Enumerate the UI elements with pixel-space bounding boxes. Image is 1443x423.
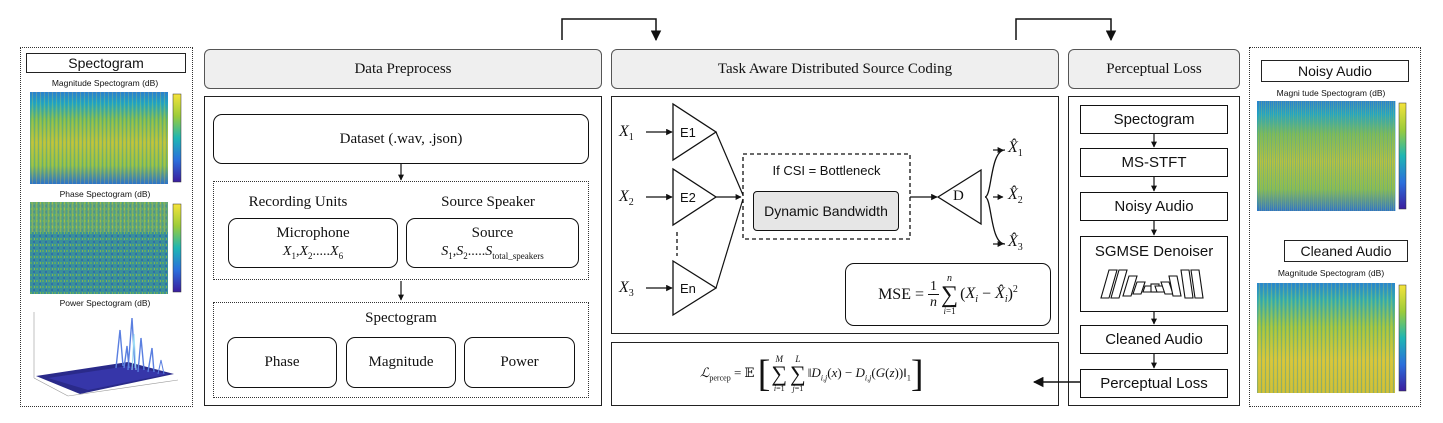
source-label: Source (471, 225, 514, 242)
microphone-formula: X1,X2.....X6 (282, 244, 344, 261)
magnitude-box: Magnitude (346, 337, 456, 388)
source-speaker-label: Source Speaker (441, 194, 535, 210)
output-x2-hat: X̂2 (1008, 186, 1023, 207)
dataset-box: Dataset (.wav, .json) (213, 114, 589, 164)
magnitude-caption: Magnitude Spectogram (dB) (51, 78, 159, 88)
cleaned-audio-title: Cleaned Audio (1284, 240, 1408, 262)
source-formula: S1,S2.....Stotal_speakers (441, 244, 544, 261)
left-panel-title: Spectogram (26, 53, 186, 73)
cleaned-spectrogram-icon (1257, 283, 1407, 393)
encoder-e1-label: E1 (680, 125, 696, 140)
tadsc-panel (611, 96, 1059, 334)
perceptual-formula-panel (611, 342, 1059, 406)
left-spectogram-panel (20, 47, 193, 407)
encoder-en-label: En (680, 281, 696, 296)
input-x3: X3 (619, 279, 634, 300)
perceptual-header: Perceptual Loss (1068, 49, 1240, 89)
noisy-spectrogram-icon (1257, 101, 1407, 211)
step-sgmse-denoiser: SGMSE Denoiser (1080, 236, 1228, 312)
step-noisy-audio: Noisy Audio (1080, 192, 1228, 221)
recording-units-label: Recording Units (248, 194, 348, 210)
power-box: Power (464, 337, 575, 388)
dynamic-bandwidth-box: Dynamic Bandwidth (753, 191, 899, 231)
encoder-triangle-icon (672, 102, 718, 162)
encoder-e2-label: E2 (680, 190, 696, 205)
noisy-caption: Magni tude Spectogram (dB) (1276, 88, 1386, 98)
step-perceptual-loss: Perceptual Loss (1080, 369, 1228, 398)
input-x1: X1 (619, 123, 634, 144)
input-x2: X2 (619, 188, 634, 209)
microphone-box: Microphone X1,X2.....X6 (228, 218, 398, 268)
recording-group (213, 181, 589, 280)
perceptual-panel (1068, 96, 1240, 406)
magnitude-spectrogram-icon (30, 92, 182, 184)
encoder-triangle-icon (672, 167, 718, 227)
noisy-audio-title: Noisy Audio (1261, 60, 1409, 82)
power-caption: Power Spectogram (dB) (59, 298, 151, 308)
csi-label: If CSI = Bottleneck (772, 163, 881, 178)
power-surface-plot-icon (33, 312, 179, 397)
spectogram-group-label: Spectogram (365, 310, 437, 326)
step-ms-stft: MS-STFT (1080, 148, 1228, 177)
decoder-label: D (953, 188, 964, 204)
data-preprocess-panel (204, 96, 602, 406)
right-audio-panel (1249, 47, 1421, 407)
phase-spectrogram-icon (30, 202, 182, 294)
output-x3-hat: X̂3 (1008, 233, 1023, 254)
phase-caption: Phase Spectogram (dB) (59, 189, 151, 199)
output-x1-hat: X̂1 (1008, 139, 1023, 160)
top-flow-arrows (561, 18, 1117, 42)
phase-box: Phase (227, 337, 337, 388)
unet-icon (1100, 269, 1204, 299)
step-spectogram: Spectogram (1080, 105, 1228, 134)
encoder-triangle-icon (672, 259, 718, 317)
tadsc-header: Task Aware Distributed Source Coding (611, 49, 1059, 89)
decoder-triangle-icon (936, 168, 982, 226)
sgmse-label: SGMSE Denoiser (1094, 243, 1214, 260)
spectogram-group (213, 302, 589, 398)
perceptual-formula: ℒpercep = 𝔼 [ M∑i=1 L∑j=1 ‖Di,j(x) − Di,… (700, 353, 924, 395)
source-box: Source S1,S2.....Stotal_speakers (406, 218, 579, 268)
cleaned-caption: Magnitude Spectogram (dB) (1277, 268, 1385, 278)
data-preprocess-header: Data Preprocess (204, 49, 602, 89)
step-cleaned-audio: Cleaned Audio (1080, 325, 1228, 354)
microphone-label: Microphone (276, 225, 350, 242)
